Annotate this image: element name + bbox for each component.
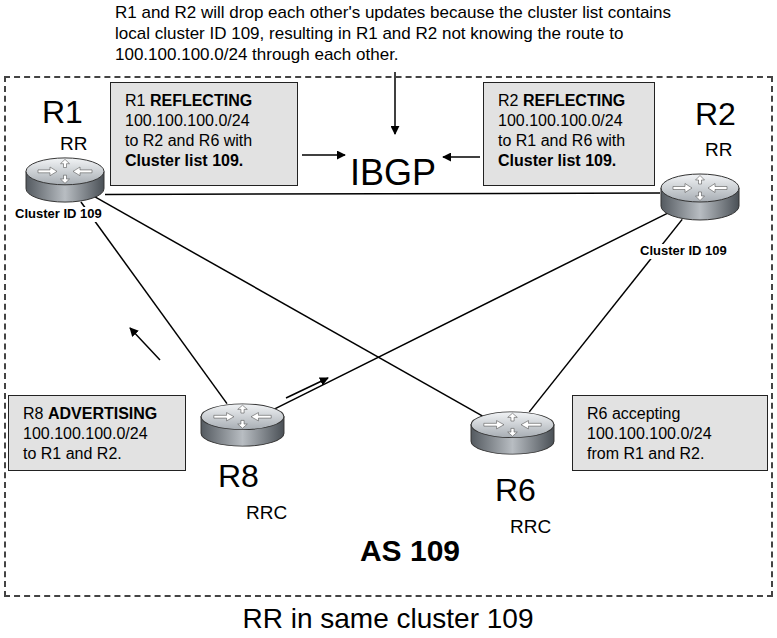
callout-line: 100.100.100.0/24 xyxy=(498,111,644,131)
router-role: RRC xyxy=(508,516,553,538)
callout-text: 100.100.100.0/24 xyxy=(587,425,712,442)
callout-text: R1 xyxy=(125,92,145,109)
callout-text: REFLECTING xyxy=(150,92,252,109)
callout-line: to R2 and R6 with xyxy=(125,131,287,151)
callout-line: R2 REFLECTING xyxy=(498,91,644,111)
ibgp-link xyxy=(94,196,483,416)
ibgp-link xyxy=(81,202,227,404)
callout-text: R6 accepting xyxy=(587,405,680,422)
callout-line: Cluster list 109. xyxy=(125,151,287,171)
callout-arrow xyxy=(302,154,345,156)
router-role: RRC xyxy=(244,502,289,524)
router-name: R8 xyxy=(216,458,261,495)
note-arrow xyxy=(394,72,396,134)
router-icon xyxy=(25,156,105,204)
callout-text: R2 xyxy=(498,92,518,109)
callout-text: 100.100.100.0/24 xyxy=(498,112,623,129)
callout-text: to R1 and R6 with xyxy=(498,132,625,149)
cluster-id: Cluster ID 109 xyxy=(638,244,729,259)
callout-box: R8 ADVERTISING 100.100.100.0/24 to R1 and R… xyxy=(8,395,186,471)
callout-text: Cluster list 109. xyxy=(498,152,616,169)
callout-line: R6 accepting xyxy=(587,404,757,424)
router-icon xyxy=(200,402,285,448)
callout-line: to R1 and R6 with xyxy=(498,131,644,151)
callout-text: 100.100.100.0/24 xyxy=(23,425,148,442)
callout-line: 100.100.100.0/24 xyxy=(23,424,175,444)
note-text: R1 and R2 will drop each other's updates… xyxy=(115,2,677,65)
callout-line: 100.100.100.0/24 xyxy=(587,424,757,444)
callout-line: 100.100.100.0/24 xyxy=(125,111,287,131)
callout-line: to R1 and R2. xyxy=(23,444,175,464)
cluster-id: Cluster ID 109 xyxy=(13,207,104,222)
callout-line: Cluster list 109. xyxy=(498,151,644,171)
callout-line: R1 REFLECTING xyxy=(125,91,287,111)
router-name: R2 xyxy=(693,96,738,133)
router-name: R1 xyxy=(40,94,85,131)
router-icon xyxy=(470,410,555,456)
callout-text: to R1 and R2. xyxy=(23,445,122,462)
router-role: RR xyxy=(703,139,734,161)
ibgp-link xyxy=(105,193,660,194)
router-node: R2RRCluster ID 109 xyxy=(660,172,740,222)
region-label: AS 109 xyxy=(360,534,460,568)
router-node: R1RRCluster ID 109 xyxy=(25,156,105,204)
router-icon xyxy=(660,172,740,222)
router-node: R8RRC xyxy=(200,402,285,448)
figure-caption: RR in same cluster 109 xyxy=(242,603,533,635)
callout-text: to R2 and R6 with xyxy=(125,132,252,149)
callout-text: Cluster list 109. xyxy=(125,152,243,169)
callout-box: R1 REFLECTING 100.100.100.0/24 to R2 and R6… xyxy=(110,82,298,186)
callout-text: ADVERTISING xyxy=(48,405,157,422)
callout-box: R2 REFLECTING 100.100.100.0/24 to R1 and R6… xyxy=(483,82,655,186)
router-name: R6 xyxy=(493,472,538,509)
callout-line: from R1 and R2. xyxy=(587,444,757,464)
callout-line: R8 ADVERTISING xyxy=(23,404,175,424)
callout-text: R8 xyxy=(23,405,43,422)
callout-text: from R1 and R2. xyxy=(587,445,704,462)
advertise-arrow xyxy=(286,378,328,398)
advertise-arrow xyxy=(130,328,160,360)
callout-box: R6 accepting 100.100.100.0/24 from R1 and … xyxy=(572,395,768,471)
callout-arrow xyxy=(443,156,480,158)
callout-text: 100.100.100.0/24 xyxy=(125,112,250,129)
link-label: IBGP xyxy=(350,153,436,193)
router-node: R6RRC xyxy=(470,410,555,456)
callout-text: REFLECTING xyxy=(523,92,625,109)
router-role: RR xyxy=(58,133,89,155)
